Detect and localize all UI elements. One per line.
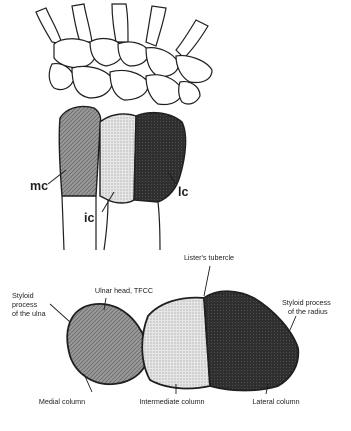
radial-styloid-label: Styloid process of the radius bbox=[282, 298, 331, 316]
ulnar-head-shape bbox=[67, 304, 148, 384]
ulnar-styloid-label-line-1: Styloid bbox=[12, 291, 34, 300]
ulnar-head-label: Ulnar head, TFCC bbox=[95, 286, 153, 295]
radial-styloid-label-line-2: of the radius bbox=[288, 307, 328, 316]
listers-tubercle-label: Lister's tubercle bbox=[184, 253, 234, 262]
ulnar-styloid-label-line-3: of the ulna bbox=[12, 309, 46, 318]
intermediate-column-caption: Intermediate column bbox=[139, 397, 204, 406]
medial-column-label: mc bbox=[30, 179, 48, 193]
lateral-column-label: lc bbox=[178, 185, 188, 199]
intermediate-column-label: ic bbox=[84, 211, 94, 225]
lateral-column-caption: Lateral column bbox=[252, 397, 299, 406]
medial-column-caption: Medial column bbox=[39, 397, 85, 406]
bottom-view: Lister's tubercle Ulnar head, TFCC Stylo… bbox=[12, 253, 331, 406]
top-view: mc ic lc bbox=[30, 4, 212, 250]
ulna-medial-column bbox=[59, 106, 101, 250]
ulnar-styloid-label: Styloid process of the ulna bbox=[12, 291, 46, 318]
intermediate-column-shape bbox=[142, 298, 210, 389]
radius-columns bbox=[100, 113, 186, 250]
ulnar-styloid-label-line-2: process bbox=[12, 300, 38, 309]
radial-styloid-label-line-1: Styloid process bbox=[282, 298, 331, 307]
